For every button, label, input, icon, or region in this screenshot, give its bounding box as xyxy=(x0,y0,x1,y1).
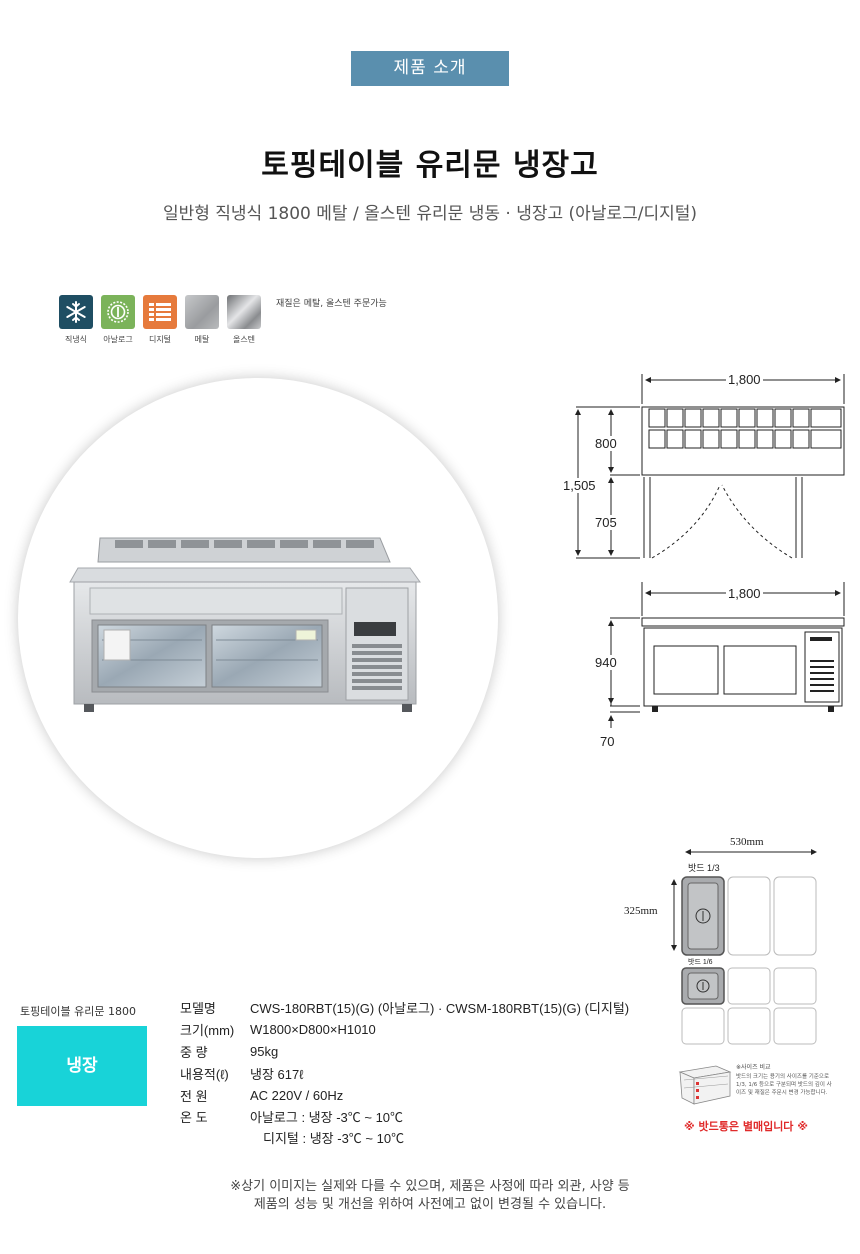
material-note: 재질은 메탈, 올스텐 주문가능 xyxy=(276,299,387,309)
spec-type-badge: 냉장 xyxy=(17,1026,147,1106)
pan-sixth-label: 밧드 1/6 xyxy=(688,959,713,966)
feature-label: 메탈 xyxy=(194,335,210,344)
spec-key: 내용적(ℓ) xyxy=(180,1066,229,1082)
feature-label: 아날로그 xyxy=(103,335,133,344)
spec-row-weight: 중 량 95kg xyxy=(180,1041,629,1063)
pan-sold-separately-notice: ※ 밧드통은 별매입니다 ※ xyxy=(684,1120,808,1133)
feature-analog: 아날로그 xyxy=(101,295,135,345)
feature-label: 직냉식 xyxy=(64,335,88,344)
spec-value: CWS-180RBT(15)(G) (아날로그) · CWSM-180RBT(1… xyxy=(250,1001,630,1017)
feature-digital: 디지털 xyxy=(143,295,177,345)
pan-note-title: ※사이즈 비교 xyxy=(736,1064,771,1071)
metal-swatch-icon xyxy=(185,295,219,329)
spec-temperature-digital: 디지털 : 냉장 -3℃ ~ 10℃ xyxy=(263,1131,405,1146)
pan-size-diagram xyxy=(671,849,817,1045)
spec-value: 95kg xyxy=(250,1043,279,1059)
spec-key: 모델명 xyxy=(180,1001,216,1017)
snowflake-icon xyxy=(59,295,93,329)
side-height-label: 940 xyxy=(595,655,617,670)
spec-table: 모델명 CWS-180RBT(15)(G) (아날로그) · CWSM-180R… xyxy=(180,997,629,1128)
spec-key: 중 량 xyxy=(180,1044,208,1060)
feature-direct-cooling: 직냉식 xyxy=(59,295,93,345)
body-height-label: 705 xyxy=(595,515,617,530)
digital-display-icon xyxy=(143,295,177,329)
spec-row-size: 크기(mm) W1800×D800×H1010 xyxy=(180,1019,629,1041)
front-width-label: 1,800 xyxy=(726,372,763,387)
page-title: 토핑테이블 유리문 냉장고 xyxy=(261,148,599,183)
side-width-label: 1,800 xyxy=(726,586,763,601)
pan-width-label: 530mm xyxy=(730,836,764,848)
leg-height-label: 70 xyxy=(600,734,615,749)
page-subtitle: 일반형 직냉식 1800 메탈 / 올스텐 유리문 냉동 · 냉장고 (아날로그… xyxy=(162,204,698,224)
disclaimer-line: 제품의 성능 및 개선을 위하여 사전예고 없이 변경될 수 있습니다. xyxy=(253,1197,607,1212)
spec-key: 전 원 xyxy=(180,1088,208,1104)
spec-key: 온 도 xyxy=(180,1110,208,1126)
spec-row-temperature: 온 도 아날로그 : 냉장 -3℃ ~ 10℃ xyxy=(180,1106,629,1128)
feature-label: 올스텐 xyxy=(232,335,256,344)
stainless-swatch-icon xyxy=(227,295,261,329)
stacked-pans-image xyxy=(678,1065,732,1105)
spec-row-model: 모델명 CWS-180RBT(15)(G) (아날로그) · CWSM-180R… xyxy=(180,997,629,1019)
pan-depth-label: 325mm xyxy=(624,905,658,917)
spec-key: 크기(mm) xyxy=(180,1023,235,1039)
spec-value: 냉장 617ℓ xyxy=(250,1066,304,1082)
feature-metal: 메탈 xyxy=(185,295,219,345)
spec-value: 아날로그 : 냉장 -3℃ ~ 10℃ xyxy=(250,1110,404,1126)
analog-gauge-icon xyxy=(101,295,135,329)
top-height-label: 800 xyxy=(595,436,617,451)
spec-product-name: 토핑테이블 유리문 1800 xyxy=(20,1005,136,1018)
spec-row-power: 전 원 AC 220V / 60Hz xyxy=(180,1084,629,1106)
spec-value: W1800×D800×H1010 xyxy=(250,1022,376,1038)
feature-icons: 직냉식 아날로그 디지털 메탈 xyxy=(59,295,261,345)
intro-badge: 제품 소개 xyxy=(351,51,509,86)
pan-third-label: 밧드 1/3 xyxy=(688,863,720,873)
product-image xyxy=(69,537,421,712)
feature-stainless: 올스텐 xyxy=(227,295,261,345)
dimension-drawing xyxy=(575,374,845,728)
spec-row-volume: 내용적(ℓ) 냉장 617ℓ xyxy=(180,1062,629,1084)
pan-note-text: 밧드의 크기는 용기의 사이즈를 기준으로 1/3, 1/6 등으로 구분되며 … xyxy=(736,1074,832,1096)
spec-value: AC 220V / 60Hz xyxy=(250,1087,344,1103)
disclaimer-line: ※상기 이미지는 실제와 다를 수 있으며, 제품은 사정에 따라 외관, 사양… xyxy=(230,1179,630,1194)
feature-label: 디지털 xyxy=(148,335,172,344)
total-height-label: 1,505 xyxy=(563,478,596,493)
disclaimer: ※상기 이미지는 실제와 다를 수 있으며, 제품은 사정에 따라 외관, 사양… xyxy=(0,1178,860,1214)
